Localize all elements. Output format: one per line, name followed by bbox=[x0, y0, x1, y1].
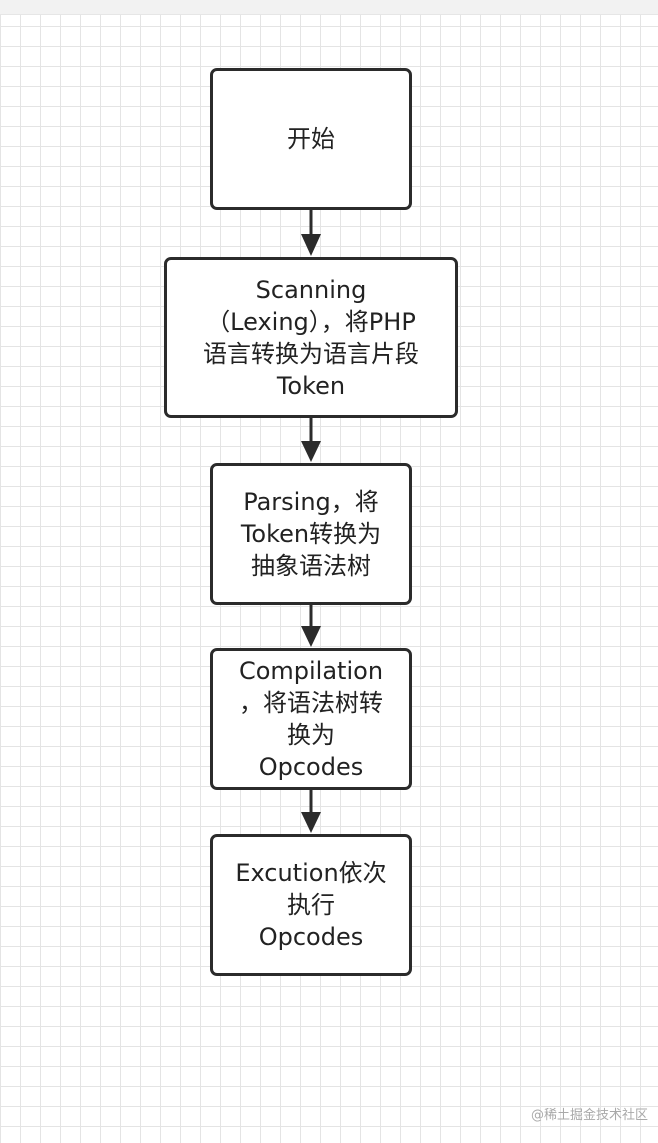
watermark: @稀土掘金技术社区 bbox=[530, 1108, 648, 1123]
edge-scanning-parsing bbox=[301, 418, 321, 462]
arrowhead-icon bbox=[301, 234, 321, 256]
top-strip bbox=[0, 0, 658, 15]
node-compilation[interactable]: Compilation ，将语法树转 换为 Opcodes bbox=[210, 648, 412, 790]
edge-parsing-compilation bbox=[301, 605, 321, 647]
node-execution[interactable]: Excution依次 执行 Opcodes bbox=[210, 834, 412, 976]
node-start-label: 开始 bbox=[287, 125, 335, 153]
arrowhead-icon bbox=[301, 626, 321, 647]
node-scanning[interactable]: Scanning （Lexing），将PHP 语言转换为语言片段 Token bbox=[164, 257, 458, 418]
node-compilation-label: Compilation ，将语法树转 换为 Opcodes bbox=[238, 657, 384, 781]
node-scanning-label: Scanning （Lexing），将PHP 语言转换为语言片段 Token bbox=[203, 275, 419, 400]
arrowhead-icon bbox=[301, 812, 321, 833]
node-execution-label: Excution依次 执行 Opcodes bbox=[235, 859, 387, 951]
edge-compilation-execution bbox=[301, 790, 321, 833]
node-parsing-label: Parsing，将 Token转换为 抽象语法树 bbox=[240, 488, 382, 580]
node-parsing[interactable]: Parsing，将 Token转换为 抽象语法树 bbox=[210, 463, 412, 605]
node-start[interactable]: 开始 bbox=[210, 68, 412, 210]
arrowhead-icon bbox=[301, 441, 321, 462]
edge-start-scanning bbox=[301, 210, 321, 256]
